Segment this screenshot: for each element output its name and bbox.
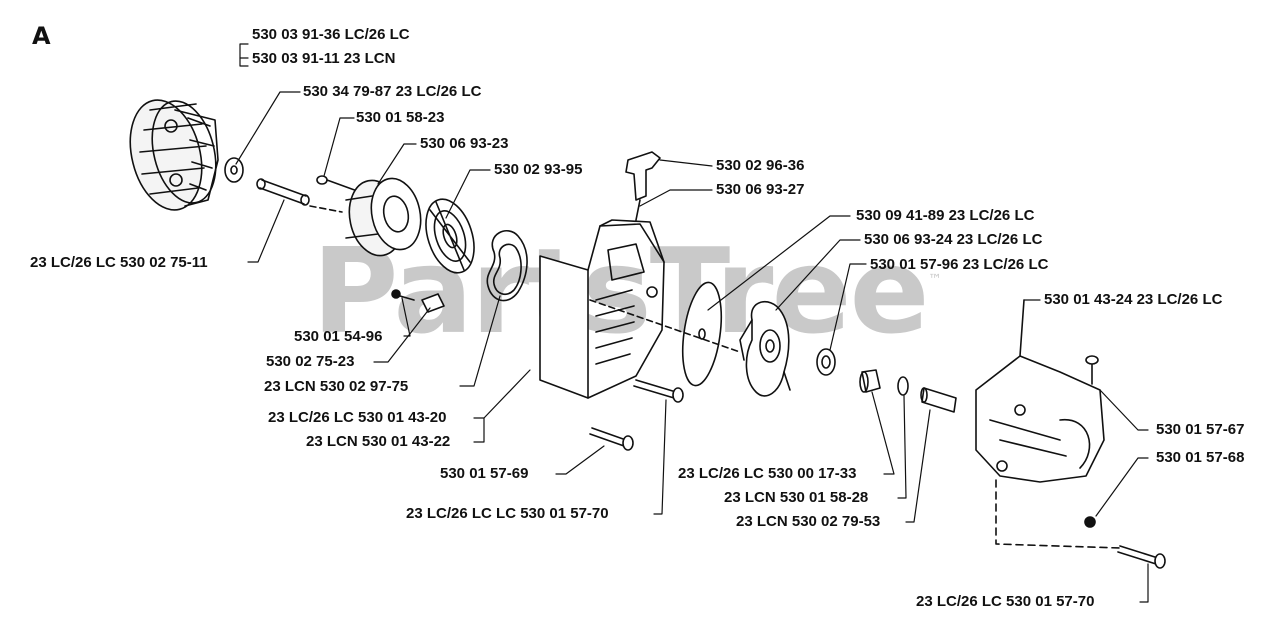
bushing-part [859, 369, 881, 393]
starter-handle-part [625, 151, 661, 221]
part-callout: 530 03 91-11 23 LCN [252, 50, 396, 67]
bolt-part [633, 379, 684, 403]
part-callout: 23 LCN 530 02 79-53 [736, 513, 881, 530]
part-callout: 530 01 58-23 [356, 109, 445, 126]
part-callout: 530 02 75-23 [266, 353, 355, 370]
trademark-mark: ™ [928, 272, 942, 288]
part-callout: 530 01 57-96 23 LC/26 LC [870, 256, 1049, 273]
part-callout: 530 01 43-24 23 LC/26 LC [1044, 291, 1223, 308]
screw-part [316, 175, 361, 193]
pawl-carrier-part [739, 300, 791, 397]
part-callout: 530 01 57-67 [1156, 421, 1245, 438]
part-callout: 23 LCN 530 01 43-22 [306, 433, 451, 450]
part-callout: 530 06 93-27 [716, 181, 805, 198]
gasket-part [486, 230, 528, 302]
part-callout: 23 LCN 530 02 97-75 [264, 378, 409, 395]
flywheel-part [129, 99, 219, 211]
part-callout: 530 09 41-89 23 LC/26 LC [856, 207, 1035, 224]
leader-lines [235, 43, 1149, 603]
spring-cassette-part [425, 198, 475, 274]
part-callout: 23 LC/26 LC 530 02 75-11 [30, 254, 208, 271]
washer-part [224, 157, 244, 183]
part-callout: 23 LC/26 LC LC 530 01 57-70 [406, 505, 609, 522]
small-washer-part [897, 376, 909, 396]
cylinder-cover-part [975, 299, 1121, 549]
part-callout: 530 02 96-36 [716, 157, 805, 174]
part-callout: 530 03 91-36 LC/26 LC [252, 26, 410, 43]
bolt-part [1117, 545, 1166, 569]
part-callout: 530 01 57-68 [1156, 449, 1245, 466]
spacer-sleeve-part [920, 387, 957, 413]
small-nut-part [1084, 516, 1096, 528]
watermark-text: PartsTree [312, 222, 930, 360]
pin-part [256, 178, 310, 206]
screw-part [1085, 355, 1099, 385]
watermark: PartsTree [312, 232, 930, 350]
part-callout: 530 01 57-69 [440, 465, 529, 482]
part-callout: 530 06 93-23 [420, 135, 509, 152]
rope-pulley-disc-part [589, 281, 741, 387]
part-callout: 530 34 79-87 23 LC/26 LC [303, 83, 482, 100]
bolt-part [589, 427, 634, 451]
part-callout: 23 LC/26 LC 530 01 57-70 [916, 593, 1095, 610]
screw-part [391, 289, 415, 301]
part-callout: 23 LC/26 LC 530 01 43-20 [268, 409, 447, 426]
part-callout: 23 LC/26 LC 530 00 17-33 [678, 465, 857, 482]
nut-part [816, 348, 836, 376]
part-callout: 23 LCN 530 01 58-28 [724, 489, 869, 506]
part-callout: 530 01 54-96 [294, 328, 383, 345]
part-callout: 530 06 93-24 23 LC/26 LC [864, 231, 1043, 248]
panel-label: A [32, 22, 51, 50]
pulley-part [309, 177, 422, 257]
starter-housing-part [539, 219, 665, 399]
clip-part [421, 293, 445, 313]
part-callout: 530 02 93-95 [494, 161, 583, 178]
